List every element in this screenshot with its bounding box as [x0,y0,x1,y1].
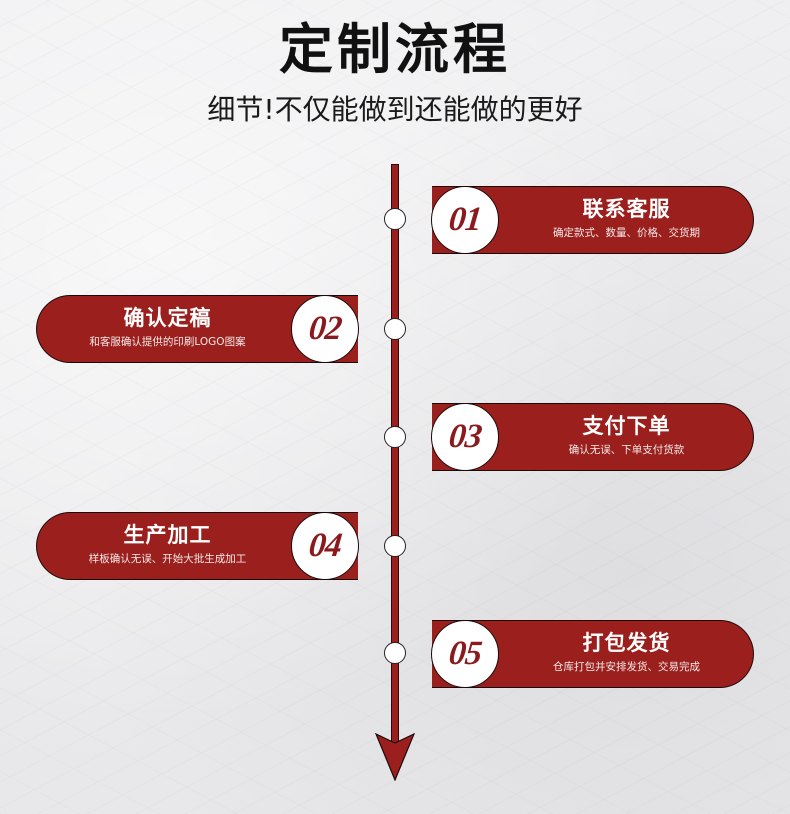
step-card-1: 01 联系客服 确定款式、数量、价格、交货期 [431,185,754,254]
timeline-node-4 [384,535,406,557]
step-description: 样板确认无误、开始大批生成加工 [88,553,247,565]
step-number-badge: 03 [431,402,499,471]
step-title: 确认定稿 [123,306,212,330]
step-number-badge: 05 [431,619,499,688]
step-number: 01 [447,200,483,238]
page-subtitle: 细节!不仅能做到还能做的更好 [207,93,583,126]
timeline-node-3 [384,426,406,448]
step-number: 05 [447,634,483,672]
step-title: 打包发货 [582,631,671,655]
step-description: 和客服确认提供的印刷LOGO图案 [89,336,246,348]
timeline-node-2 [384,318,406,340]
step-number: 03 [447,417,483,455]
step-card-5: 05 打包发货 仓库打包并安排发货、交易完成 [431,619,754,688]
page-title: 定制流程 [279,17,511,81]
step-number-badge: 01 [431,185,499,254]
step-description: 确认无误、下单支付货款 [568,444,685,456]
step-number-badge: 02 [291,294,359,363]
step-number: 04 [307,526,343,564]
timeline-node-5 [384,642,406,664]
timeline-line [391,164,399,744]
step-description: 确定款式、数量、价格、交货期 [553,227,700,239]
step-number-badge: 04 [291,511,359,580]
step-card-2: 确认定稿 和客服确认提供的印刷LOGO图案 02 [36,294,359,363]
step-description: 仓库打包并安排发货、交易完成 [553,661,700,673]
step-title: 生产加工 [123,523,212,547]
step-title: 支付下单 [582,414,671,438]
step-card-3: 03 支付下单 确认无误、下单支付货款 [431,402,754,471]
step-title: 联系客服 [582,197,671,221]
timeline-node-1 [384,208,406,230]
step-card-4: 生产加工 样板确认无误、开始大批生成加工 04 [36,511,359,580]
arrow-down-icon [375,733,415,781]
step-number: 02 [307,309,343,347]
